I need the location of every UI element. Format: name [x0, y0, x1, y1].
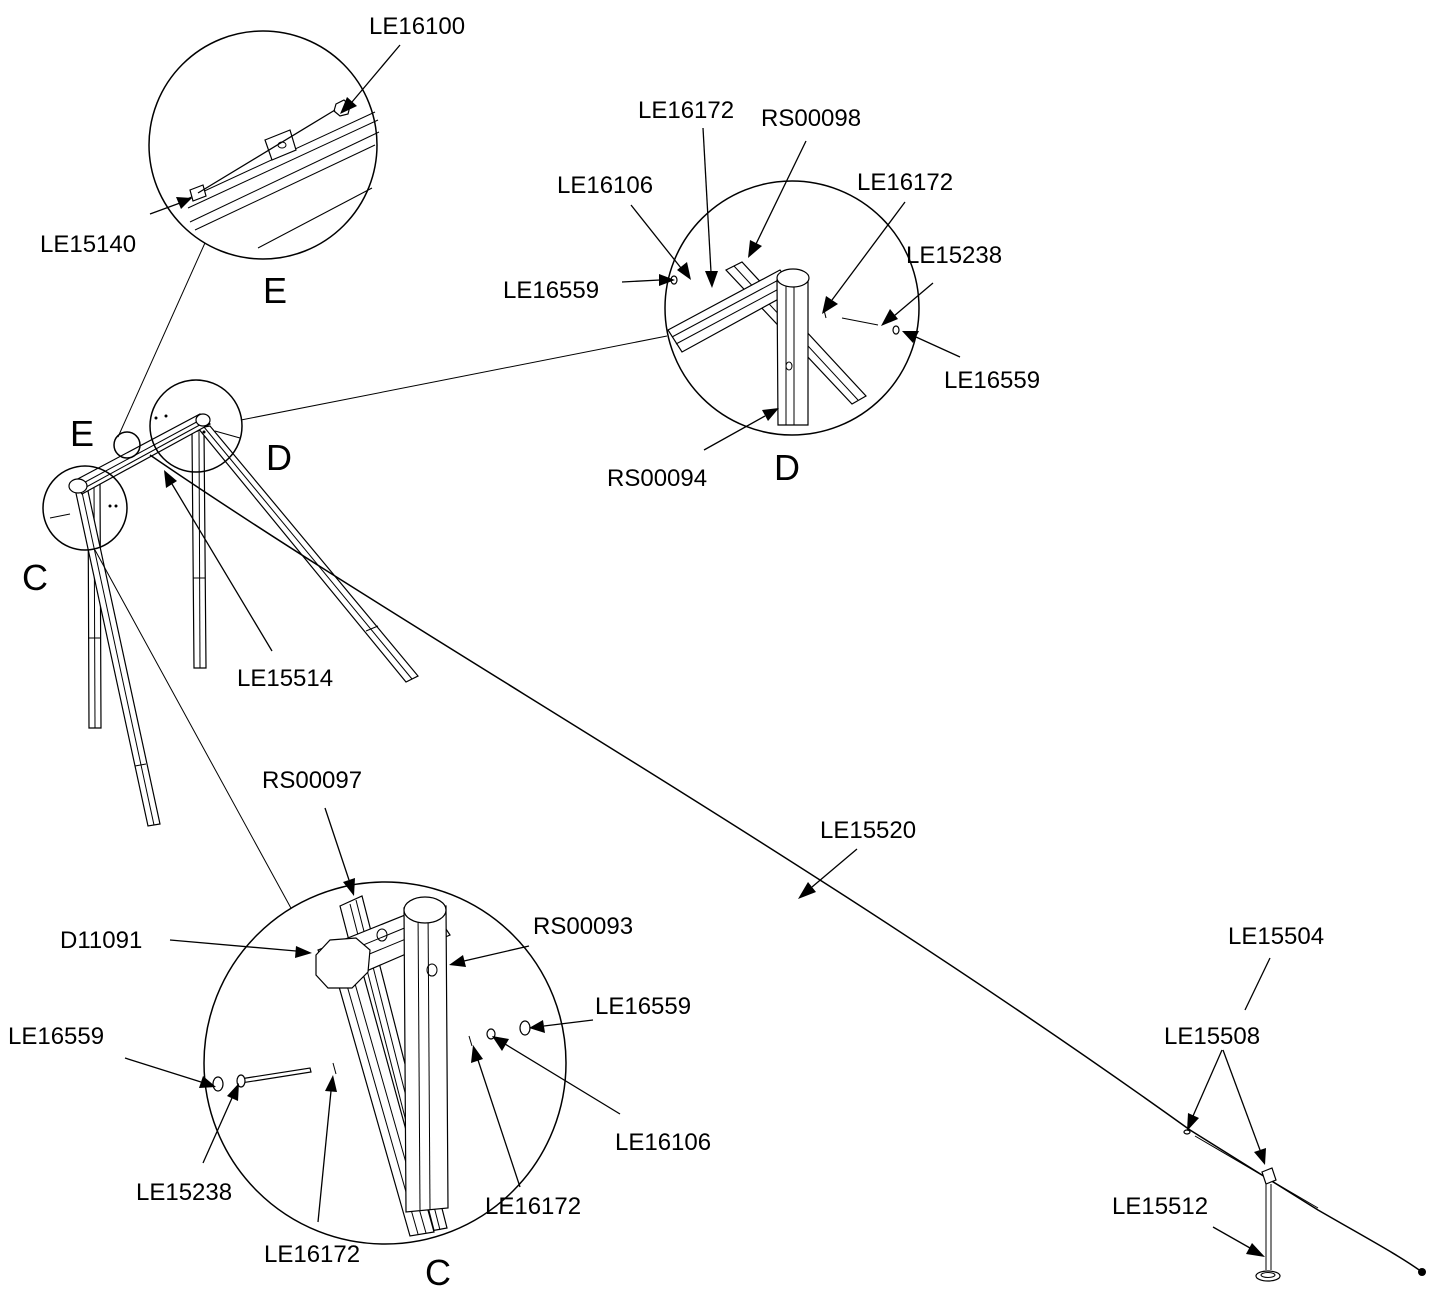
label-c-le15238: LE15238 — [136, 1179, 232, 1206]
label-d-le16559-a: LE16559 — [503, 277, 599, 304]
leader-lines — [124, 44, 1271, 1257]
label-e-le16100: LE16100 — [369, 13, 465, 40]
label-d-le15238: LE15238 — [906, 242, 1002, 269]
label-d-le16106: LE16106 — [557, 172, 653, 199]
detail-marker-e — [113, 431, 141, 459]
label-le15520: LE15520 — [820, 817, 916, 844]
detail-view-c — [203, 881, 567, 1245]
label-c-le16172-b: LE16172 — [485, 1193, 581, 1220]
label-d-le16172-a: LE16172 — [638, 97, 734, 124]
detail-connectors — [94, 224, 668, 911]
detail-title-d: D — [774, 447, 800, 488]
label-c-le16106: LE16106 — [615, 1129, 711, 1156]
label-d-le16172-b: LE16172 — [857, 169, 953, 196]
label-le15504: LE15504 — [1228, 923, 1324, 950]
marker-label-e: E — [70, 413, 94, 454]
detail-marker-d — [149, 379, 243, 473]
detail-marker-c — [42, 465, 128, 551]
detail-view-e — [148, 30, 380, 260]
marker-label-c: C — [22, 557, 48, 598]
label-c-rs00093: RS00093 — [533, 913, 633, 940]
marker-label-d: D — [266, 437, 292, 478]
detail-view-d — [664, 180, 920, 436]
label-c-le16559-a: LE16559 — [8, 1023, 104, 1050]
label-le15508: LE15508 — [1164, 1023, 1260, 1050]
label-d-rs00098: RS00098 — [761, 105, 861, 132]
label-d-rs00094: RS00094 — [607, 465, 707, 492]
detail-title-c: C — [425, 1252, 451, 1291]
label-c-d11091: D11091 — [60, 927, 142, 954]
label-d-le16559-b: LE16559 — [944, 367, 1040, 394]
label-e-le15140: LE15140 — [40, 231, 136, 258]
label-le15514: LE15514 — [237, 665, 333, 692]
detail-title-e: E — [263, 270, 287, 311]
label-le15512: LE15512 — [1112, 1193, 1208, 1220]
label-c-rs00097: RS00097 — [262, 767, 362, 794]
part-labels: LE16100 LE15140 E LE16172 RS00098 LE1610… — [8, 13, 1324, 1291]
label-c-le16172-a: LE16172 — [264, 1241, 360, 1268]
label-c-le16559-b: LE16559 — [595, 993, 691, 1020]
main-frame — [68, 413, 1426, 1282]
